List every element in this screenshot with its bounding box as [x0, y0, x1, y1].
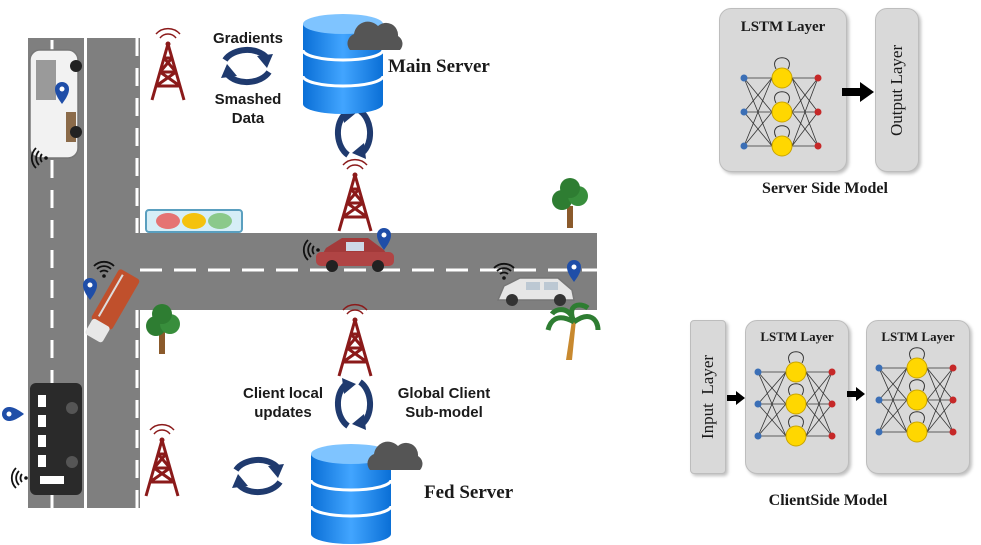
location-pin-icon — [2, 407, 24, 421]
client-lstm1-panel: LSTM Layer — [745, 320, 849, 474]
output-layer-label: Output Layer — [887, 44, 906, 136]
red-car-icon — [316, 238, 394, 272]
palm-tree-icon — [545, 302, 601, 360]
client-lstm2-panel: LSTM Layer — [866, 320, 970, 474]
tower-icon — [150, 27, 186, 102]
server-side-caption: Server Side Model — [762, 180, 888, 197]
input-layer-panel: Input Layer — [690, 320, 726, 474]
input-arrow-icon — [727, 391, 745, 405]
gradients-label: Gradients — [212, 30, 284, 47]
tower-icon — [337, 303, 373, 378]
tower-icon — [144, 423, 180, 498]
bus-icon — [30, 383, 82, 495]
server-lstm-panel: LSTM Layer — [719, 8, 847, 172]
tree-icon — [146, 304, 180, 354]
fed-server-database-icon — [309, 441, 423, 545]
fed-exchange-arrows — [232, 460, 284, 492]
output-layer-panel: Output Layer — [875, 8, 919, 172]
tower-icon — [337, 158, 373, 233]
gradient-exchange-arrows — [221, 50, 273, 82]
smashed-data-label: Smashed Data — [214, 91, 282, 127]
server-link-arrows — [338, 107, 370, 159]
wifi-icon — [10, 467, 29, 489]
traffic-scene — [2, 12, 601, 545]
suv-icon — [496, 277, 575, 306]
traffic-light — [145, 209, 243, 233]
client-lstm1-label: LSTM Layer — [760, 329, 834, 344]
client-side-caption: ClientSide Model — [768, 492, 888, 509]
lstm-link-arrow-icon — [847, 387, 865, 401]
truck-icon — [85, 269, 140, 343]
road-center-line — [84, 38, 87, 508]
client-update-arrows — [338, 378, 370, 430]
tree-icon — [552, 178, 588, 228]
client-lstm2-label: LSTM Layer — [881, 329, 955, 344]
client-local-updates-label: Client local updates — [242, 385, 324, 421]
server-lstm-label: LSTM Layer — [740, 19, 826, 35]
van-icon — [29, 49, 82, 159]
global-client-submodel-label: Global Client Sub-model — [397, 385, 491, 421]
input-layer-label: Input Layer — [698, 354, 717, 440]
fed-server-label: Fed Server — [424, 482, 514, 503]
main-server-label: Main Server — [388, 56, 490, 77]
server-model-arrow-icon — [842, 82, 874, 102]
